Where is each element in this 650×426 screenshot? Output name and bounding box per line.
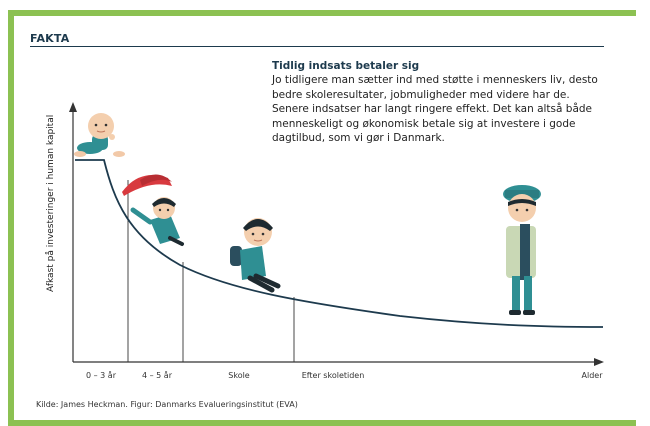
tick-label-skole: Skole bbox=[228, 371, 250, 380]
y-axis-arrow bbox=[69, 102, 77, 112]
toddler-figure bbox=[122, 174, 184, 246]
section-label: FAKTA bbox=[30, 32, 70, 45]
tick-label-4-5: 4 – 5 år bbox=[142, 370, 173, 380]
source-caption: Kilde: James Heckman. Figur: Danmarks Ev… bbox=[36, 400, 298, 409]
header-divider bbox=[30, 46, 604, 47]
baby-figure bbox=[74, 113, 125, 157]
schoolchild-figure bbox=[230, 218, 281, 293]
x-axis-arrow bbox=[594, 358, 604, 366]
tick-label-efter-skoletiden: Efter skoletiden bbox=[302, 371, 365, 380]
fact-body: Jo tidligere man sætter ind med støtte i… bbox=[272, 74, 598, 144]
tick-label-0-3: 0 – 3 år bbox=[86, 370, 117, 380]
return-curve bbox=[75, 159, 604, 328]
young-adult-figure bbox=[503, 185, 541, 315]
fact-title: Tidlig indsats betaler sig bbox=[272, 60, 420, 72]
y-axis-label: Afkast på investeringer i human kapital bbox=[45, 115, 56, 292]
tick-label-alder: Alder bbox=[582, 371, 604, 380]
